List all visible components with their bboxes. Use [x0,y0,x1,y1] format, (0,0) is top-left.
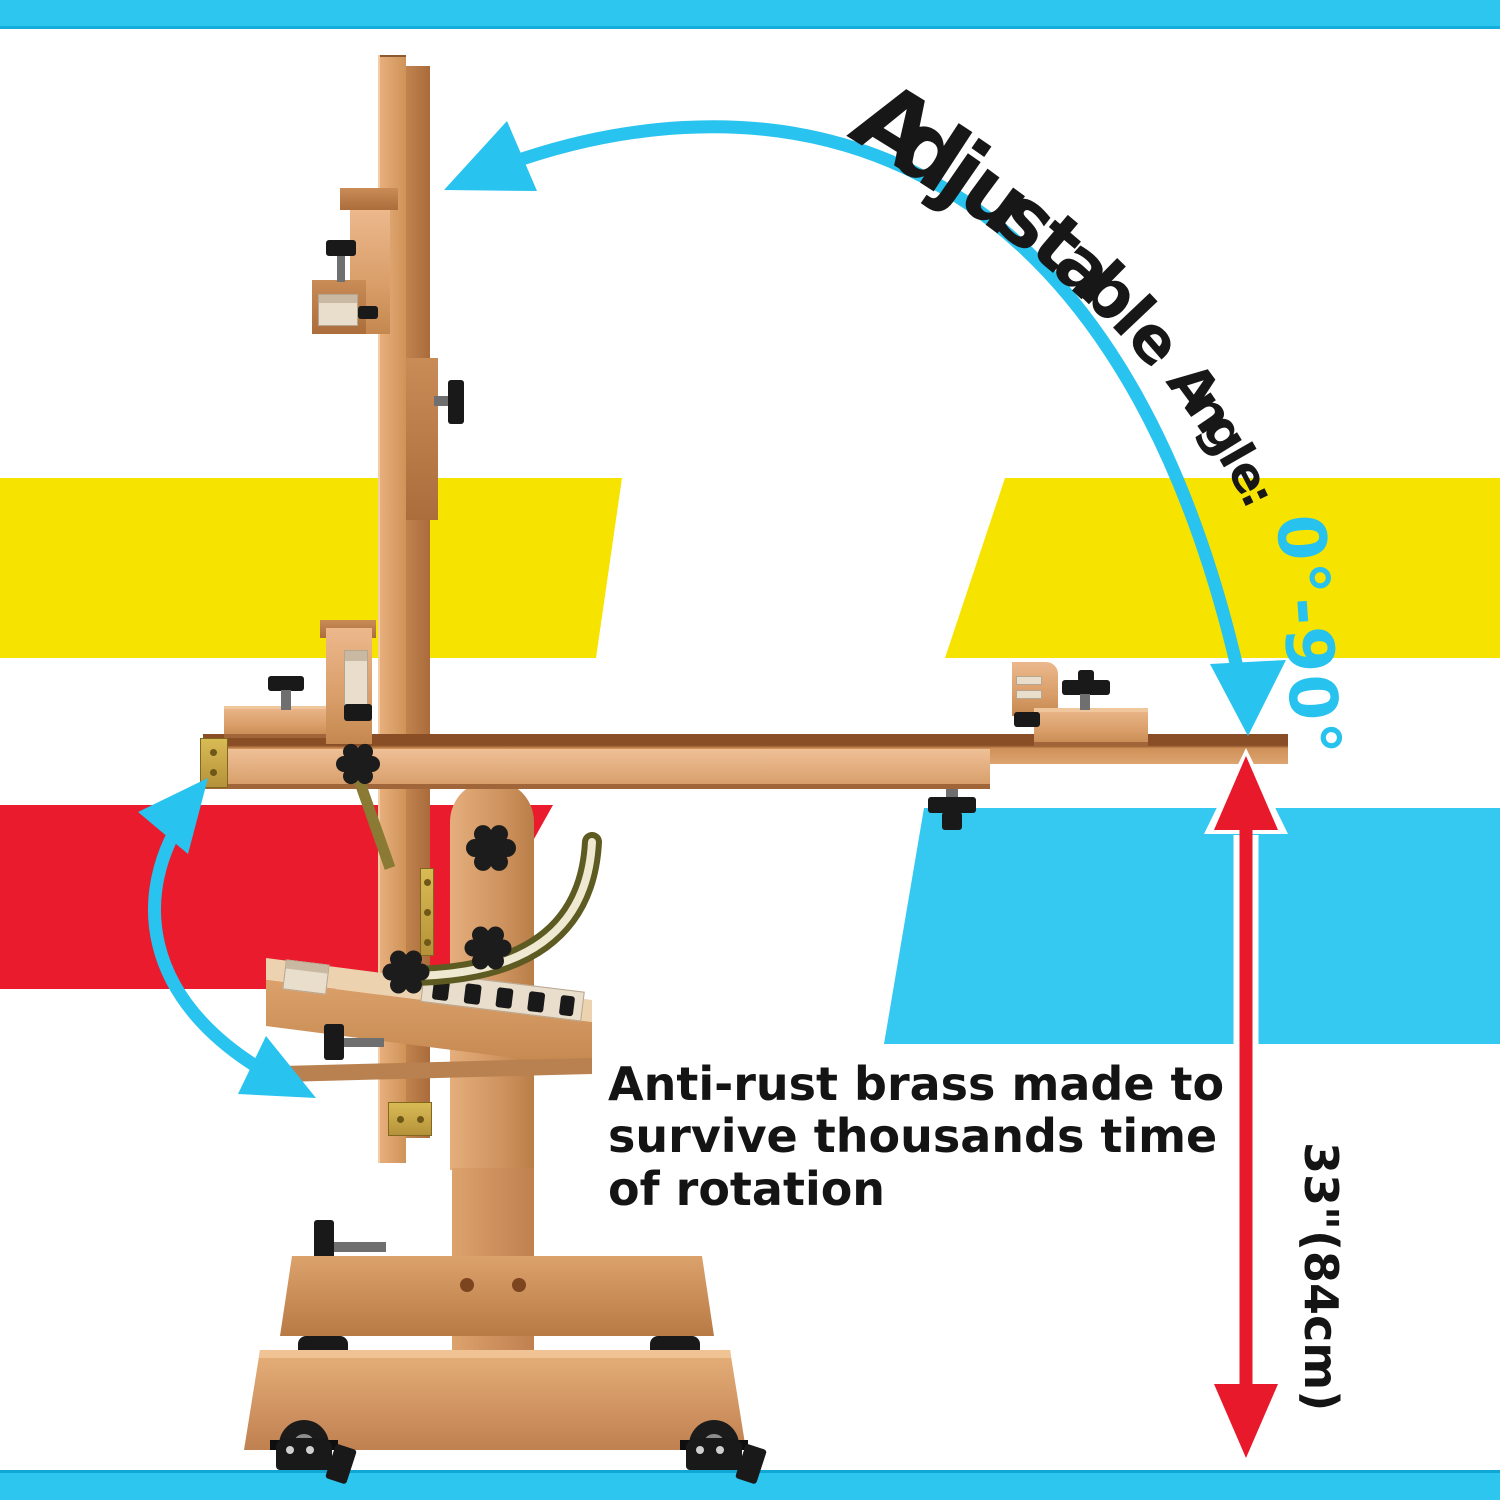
left-clamp-knob-stem [281,690,291,710]
anti-rust-note: Anti-rust brass made to survive thousand… [608,1057,1225,1216]
front-base-beam [244,1350,746,1450]
top-cyan-bar [0,0,1500,29]
tray-knob-head [324,1024,344,1060]
right-cyan-stripe [884,808,1500,1044]
top-clamp-hook-face [318,294,358,326]
front-caster-right-fork [686,1438,742,1470]
mast-knob-stem [434,396,450,406]
rear-base-beam [280,1256,714,1336]
lower-brass-plate [388,1102,432,1136]
top-clamp-knob-head [326,240,356,256]
left-clamp-knob-head [268,676,304,691]
height-measurement-label: 33"(84cm) [1294,1142,1348,1412]
canvas-beam-face [203,749,990,789]
right-clamp-block [1034,708,1148,746]
rear-base-screw-1 [460,1278,474,1292]
right-clamp-screw [1014,712,1040,727]
top-clamp-bolt [358,306,378,319]
beam-under-knob-drop [942,812,962,830]
left-clamp-mini-knob [344,704,372,721]
lower-knob-stem [334,1242,386,1252]
front-caster-left-fork [276,1438,332,1470]
top-clamp-cap [340,188,398,210]
rear-base-screw-2 [512,1278,526,1292]
tray-knob-stem [344,1038,384,1047]
top-clamp-knob-stem [337,256,345,282]
beam-under-knob-stem [946,789,958,799]
beam-under-knob-head [928,797,976,813]
